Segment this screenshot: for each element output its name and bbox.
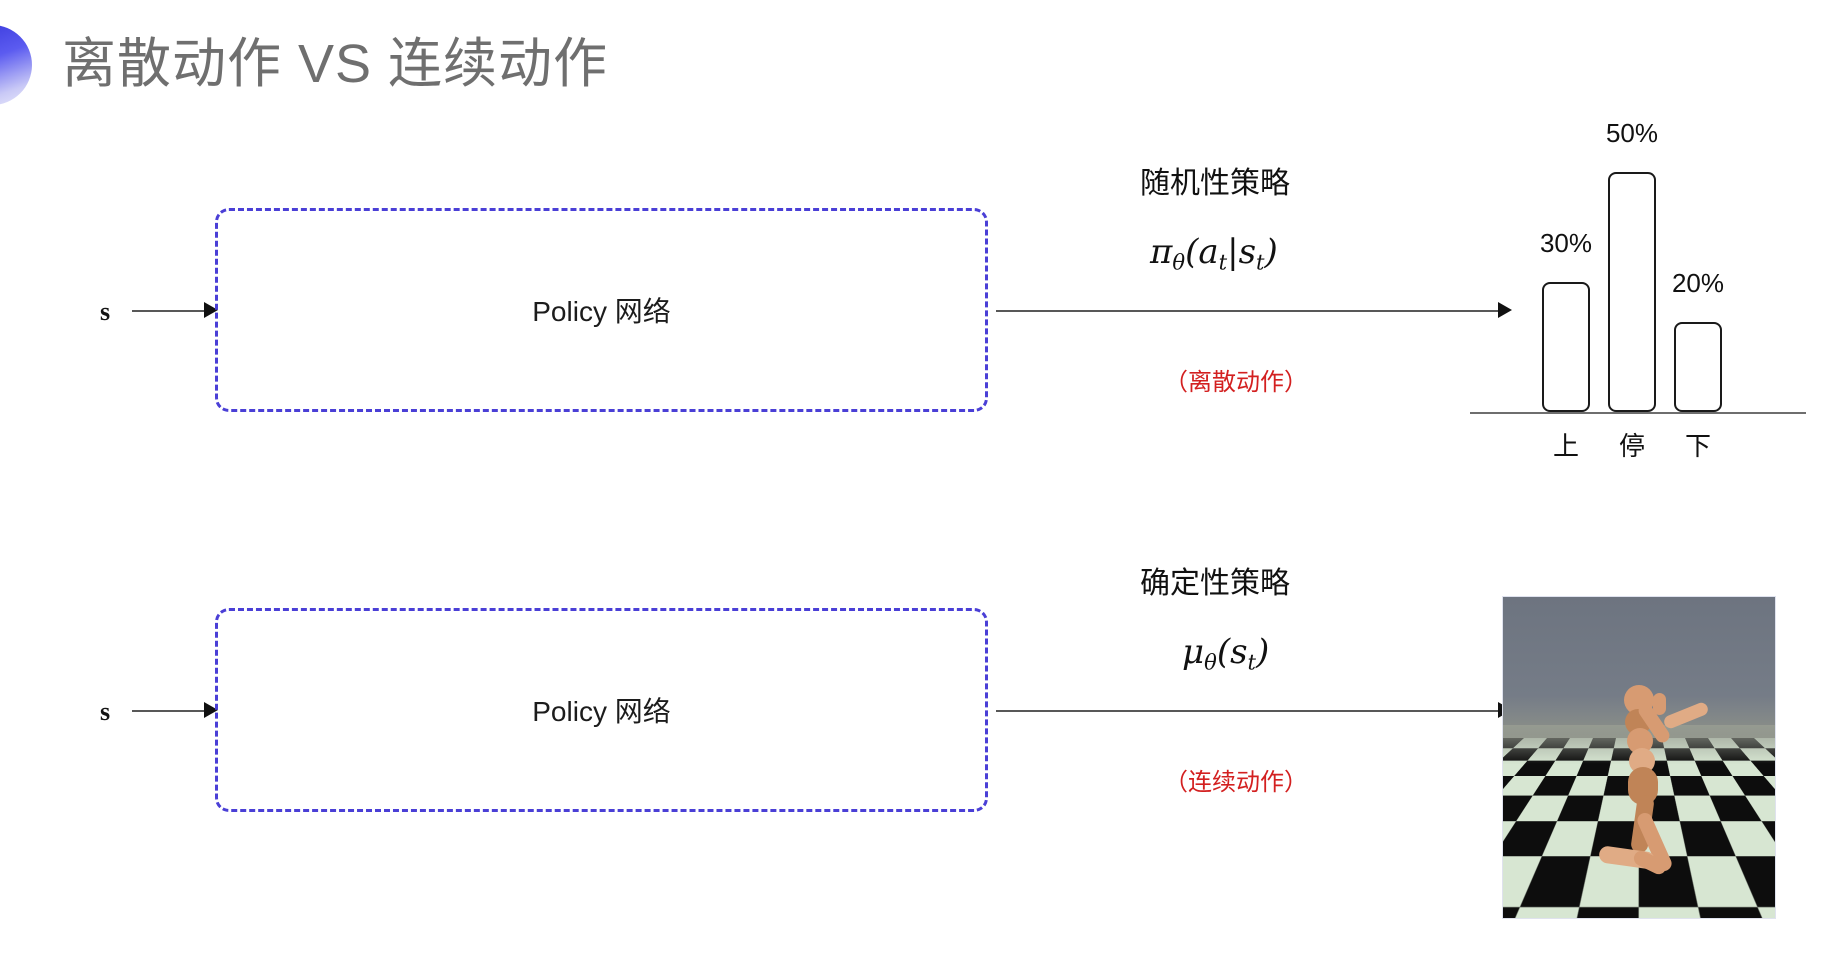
bar-xia [1674, 322, 1722, 412]
formula-close-paren: ) [1264, 232, 1278, 272]
bar-category-shang: 上 [1552, 431, 1579, 461]
bar-shang [1542, 282, 1590, 412]
formula-a: a [1198, 232, 1219, 272]
formula-open-paren: ( [1185, 232, 1199, 272]
bar-value-ting: 50% [1605, 118, 1659, 148]
arrow-right-icon [1498, 302, 1512, 318]
bar-category-xia: 下 [1684, 431, 1711, 461]
bar-ting [1608, 172, 1656, 412]
formula-pi: π [1150, 232, 1173, 272]
stochastic-policy-formula: πθ(at|st) [1150, 232, 1278, 274]
deterministic-policy-title: 确定性策略 [1140, 567, 1290, 600]
formula-a-sub: t [1218, 249, 1228, 275]
policy-network-box-continuous[interactable]: Policy 网络 [215, 608, 988, 812]
bar-category-ting: 停 [1618, 431, 1645, 461]
policy-network-label-continuous: Policy 网络 [532, 696, 671, 727]
formula-close-paren: ) [1256, 632, 1270, 672]
output-arrow-line-discrete [996, 310, 1500, 312]
formula-open-paren: ( [1216, 632, 1231, 672]
formula-bar: | [1227, 232, 1239, 272]
action-probability-chart: 30% 上 50% 停 20% 下 [1470, 100, 1846, 461]
input-arrow-line-discrete [132, 310, 206, 312]
formula-pi-sub: θ [1172, 249, 1186, 275]
humanoid-simulation-image [1503, 597, 1775, 918]
formula-s-sub: t [1256, 249, 1265, 275]
input-arrow-line-continuous [132, 710, 206, 712]
humanoid-hand [1653, 693, 1666, 715]
policy-network-box-discrete[interactable]: Policy 网络 [215, 208, 988, 412]
formula-mu-sub: θ [1204, 649, 1217, 675]
row-discrete-action: s Policy 网络 随机性策略 πθ(at|st) （离散动作） 30% 上… [100, 100, 1846, 461]
output-arrow-line-continuous [996, 710, 1500, 712]
arrow-right-icon [204, 302, 218, 318]
formula-mu: μ [1182, 632, 1205, 672]
formula-s-sub: t [1247, 649, 1257, 675]
continuous-action-note: （连续动作） [1164, 769, 1308, 796]
discrete-action-note: （离散动作） [1164, 369, 1308, 396]
formula-s: s [1230, 632, 1248, 672]
arrow-right-icon [204, 702, 218, 718]
bar-value-xia: 20% [1671, 268, 1725, 298]
page-title: 离散动作 VS 连续动作 [62, 34, 609, 94]
stochastic-policy-title: 随机性策略 [1140, 167, 1290, 200]
deterministic-policy-formula: μθ(st) [1182, 632, 1269, 674]
state-input-label-discrete: s [100, 297, 111, 326]
policy-network-label-discrete: Policy 网络 [532, 296, 671, 327]
row-continuous-action: s Policy 网络 确定性策略 μθ(st) （连续动作） [0, 450, 1846, 966]
state-input-label-continuous: s [100, 697, 111, 726]
bar-value-shang: 30% [1539, 228, 1593, 258]
chart-baseline [1470, 412, 1806, 414]
formula-s: s [1238, 232, 1257, 272]
